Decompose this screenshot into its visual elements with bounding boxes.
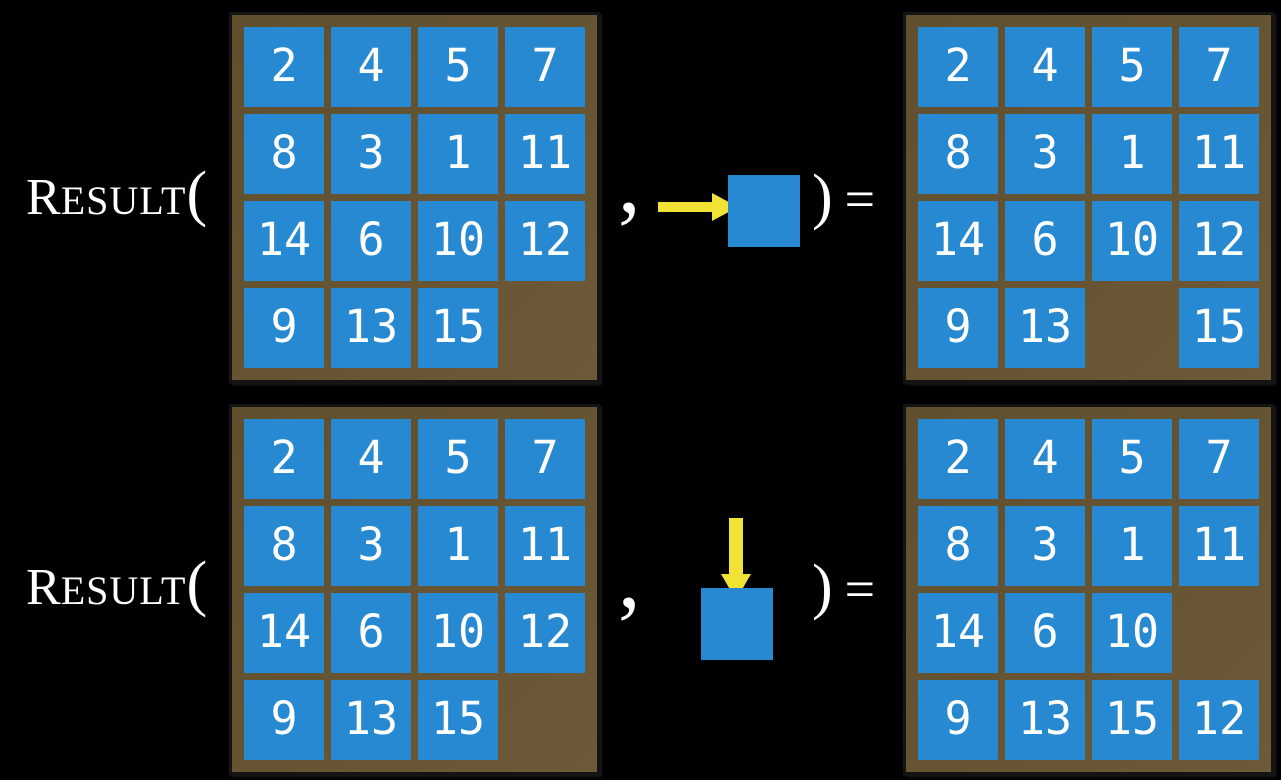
puzzle-tile: 10 — [1092, 593, 1172, 673]
puzzle-tile: 8 — [918, 114, 998, 194]
puzzle-tile: 11 — [1179, 506, 1259, 586]
puzzle-tile: 4 — [331, 419, 411, 499]
puzzle-tile: 10 — [418, 593, 498, 673]
puzzle-tile: 5 — [1092, 27, 1172, 107]
puzzle-tile: 4 — [1005, 419, 1085, 499]
puzzle-tile: 12 — [505, 593, 585, 673]
puzzle-tile: 9 — [244, 680, 324, 760]
function-name-rest: ESULT — [60, 568, 187, 613]
action-tile-down — [701, 588, 773, 660]
equals-sign: = — [844, 559, 876, 619]
move-down-arrow-icon — [721, 518, 751, 600]
close-paren: ) — [812, 163, 833, 231]
puzzle-tile: 15 — [418, 680, 498, 760]
puzzle-tile: 13 — [331, 680, 411, 760]
puzzle-tile: 1 — [418, 506, 498, 586]
empty-cell — [505, 680, 585, 760]
puzzle-tile: 14 — [244, 593, 324, 673]
puzzle-tile: 10 — [418, 201, 498, 281]
puzzle-tile: 8 — [918, 506, 998, 586]
puzzle-tile: 5 — [418, 419, 498, 499]
function-name-initial: R — [26, 559, 61, 616]
puzzle-tile: 6 — [1005, 201, 1085, 281]
function-name-rest: ESULT — [60, 178, 187, 223]
puzzle-tile: 11 — [505, 506, 585, 586]
puzzle-tile: 2 — [918, 419, 998, 499]
puzzle-tile: 11 — [505, 114, 585, 194]
empty-cell — [1179, 593, 1259, 673]
puzzle-tile: 12 — [505, 201, 585, 281]
puzzle-tile: 6 — [331, 201, 411, 281]
puzzle-tile: 2 — [244, 27, 324, 107]
puzzle-tile: 2 — [244, 419, 324, 499]
puzzle-tile: 15 — [1092, 680, 1172, 760]
puzzle-tile: 8 — [244, 506, 324, 586]
close-paren-equals: )= — [812, 556, 875, 618]
puzzle-tile: 2 — [918, 27, 998, 107]
close-paren-equals: )= — [812, 166, 875, 228]
puzzle-tile: 13 — [1005, 288, 1085, 368]
puzzle-tile: 7 — [505, 27, 585, 107]
puzzle-tile: 1 — [418, 114, 498, 194]
result-function-label: RESULT( — [26, 163, 207, 225]
puzzle-tile: 12 — [1179, 680, 1259, 760]
puzzle-tile: 10 — [1092, 201, 1172, 281]
puzzle-tile: 3 — [1005, 506, 1085, 586]
empty-cell — [505, 288, 585, 368]
equals-sign: = — [844, 169, 876, 229]
puzzle-tile: 14 — [918, 201, 998, 281]
puzzle-tile: 14 — [244, 201, 324, 281]
comma-separator: , — [618, 133, 641, 232]
result-function-label: RESULT( — [26, 553, 207, 615]
puzzle-tile: 14 — [918, 593, 998, 673]
empty-cell — [1092, 288, 1172, 368]
comma-separator: , — [618, 528, 641, 627]
puzzle-tile: 9 — [918, 680, 998, 760]
action-tile-right — [728, 175, 800, 247]
function-name-initial: R — [26, 169, 61, 226]
puzzle-tile: 4 — [331, 27, 411, 107]
puzzle-tile: 3 — [1005, 114, 1085, 194]
puzzle-tile: 13 — [331, 288, 411, 368]
puzzle-tile: 1 — [1092, 506, 1172, 586]
puzzle-tile: 1 — [1092, 114, 1172, 194]
puzzle-tile: 9 — [244, 288, 324, 368]
puzzle-tile: 15 — [418, 288, 498, 368]
puzzle-tile: 7 — [505, 419, 585, 499]
puzzle-tile: 7 — [1179, 27, 1259, 107]
puzzle-tile: 15 — [1179, 288, 1259, 368]
puzzle-tile: 11 — [1179, 114, 1259, 194]
move-right-arrow-icon — [658, 193, 738, 221]
puzzle-tile: 6 — [1005, 593, 1085, 673]
puzzle-tile: 8 — [244, 114, 324, 194]
puzzle-tile: 3 — [331, 114, 411, 194]
puzzle-tile: 4 — [1005, 27, 1085, 107]
puzzle-tile: 5 — [1092, 419, 1172, 499]
puzzle-tile: 12 — [1179, 201, 1259, 281]
open-paren: ( — [186, 160, 208, 228]
puzzle-tile: 3 — [331, 506, 411, 586]
puzzle-tile: 13 — [1005, 680, 1085, 760]
open-paren: ( — [186, 550, 208, 618]
puzzle-tile: 6 — [331, 593, 411, 673]
puzzle-tile: 7 — [1179, 419, 1259, 499]
close-paren: ) — [812, 553, 833, 621]
puzzle-tile: 9 — [918, 288, 998, 368]
puzzle-tile: 5 — [418, 27, 498, 107]
